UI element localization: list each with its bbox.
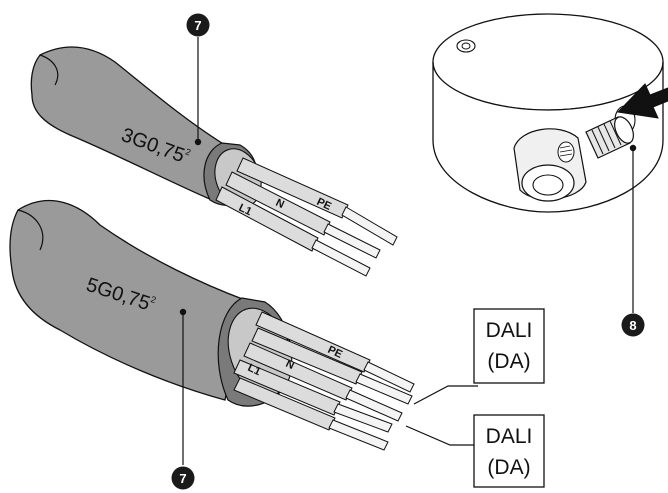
canopy-gland-inner (532, 174, 564, 196)
upper-wire-n (225, 171, 331, 236)
ceiling-canopy-icon (432, 13, 664, 213)
lower-cable-back-edge (17, 209, 44, 251)
marker-right: 8 (621, 313, 645, 337)
lower-wire-pe-core (363, 361, 415, 393)
lower-wire-label-l1: L1 (246, 362, 263, 378)
dali-label-box-1: DALI (DA) (473, 308, 545, 384)
lower-wire-l1 (233, 359, 341, 416)
lower-cable-superscript: 2 (150, 294, 158, 305)
leader-dali-2 (405, 425, 476, 446)
lower-wire-dali-2-core (328, 419, 389, 451)
lower-cable-jacket (9, 199, 246, 401)
arrow-icon (616, 83, 668, 119)
upper-wire-label-l1: L1 (237, 202, 254, 218)
dali-label-2-line1: DALI (486, 425, 533, 448)
lower-cable: 5G0,752 L1 N PE (9, 199, 415, 451)
marker-bottom: 7 (171, 466, 195, 490)
upper-cable-wires (215, 157, 398, 277)
upper-wire-l1-core (311, 239, 371, 277)
dali-label-2-line2: (DA) (487, 456, 530, 479)
lower-wire-l1-core (333, 403, 393, 433)
screw-head (614, 116, 634, 144)
canopy-gland-screw-hole (557, 141, 575, 163)
upper-cable-superscript: 2 (184, 146, 192, 157)
marker-top: 7 (186, 13, 210, 37)
upper-wire-n-core (323, 223, 381, 259)
svg-text:7: 7 (194, 18, 201, 33)
lower-wire-dali-1-core (355, 373, 413, 405)
dali-label-1-line1: DALI (486, 319, 533, 342)
lower-wire-n-core (345, 389, 403, 422)
upper-wire-pe (236, 157, 349, 219)
leader-dot-top (194, 138, 202, 146)
svg-text:8: 8 (629, 318, 636, 333)
svg-text:7: 7 (179, 471, 186, 486)
leader-dot-bottom (179, 308, 187, 316)
lower-wire-label-pe: PE (326, 344, 344, 361)
upper-wire-pe-core (341, 206, 398, 246)
screw-threads (591, 120, 622, 155)
lower-wire-pe (255, 311, 371, 373)
canopy-gland-screw-thread (559, 145, 573, 157)
canopy-top-screw-inner (461, 42, 471, 50)
upper-cable-back-edge (39, 54, 59, 86)
leader-dots (179, 138, 637, 316)
upper-cable: 3G0,752 L1 N PE (30, 46, 398, 277)
leader-lines (182, 37, 634, 465)
upper-wire-l1 (215, 186, 319, 252)
dali-label-1-line2: (DA) (487, 350, 530, 373)
dali-label-box-2: DALI (DA) (473, 414, 545, 488)
leader-dot-right (629, 144, 637, 152)
screw-icon (585, 116, 634, 159)
lower-wire-n (243, 342, 353, 401)
lower-wire-dali-2 (233, 377, 336, 431)
upper-cable-jacket (30, 46, 226, 201)
lower-wire-dali-1 (251, 327, 363, 385)
upper-wire-label-pe: PE (315, 196, 333, 213)
leader-dali-1 (413, 385, 478, 405)
lower-cable-wires (233, 311, 415, 451)
